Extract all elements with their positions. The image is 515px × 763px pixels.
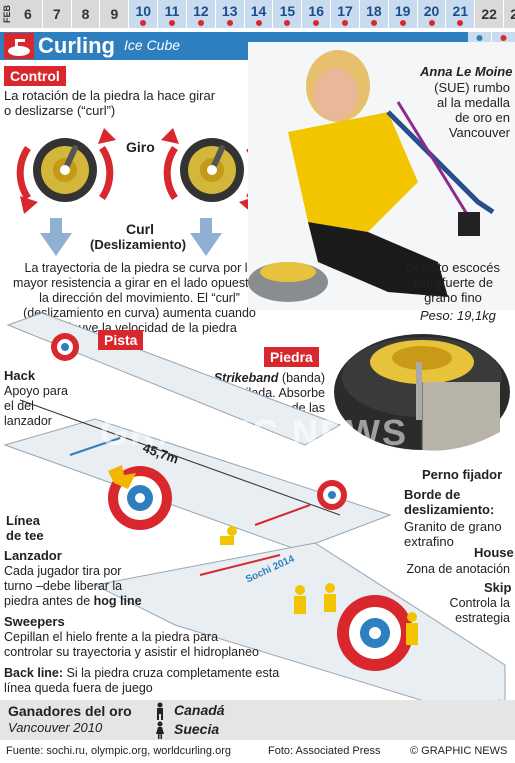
event-dot <box>399 19 406 26</box>
date-number: 16 <box>308 2 324 19</box>
house-rest: Zona de anotación <box>406 562 510 576</box>
date-cell: 21 <box>446 0 476 28</box>
curling-stone-icon <box>4 33 34 59</box>
event-dot <box>226 19 233 26</box>
event-dot <box>457 19 464 26</box>
date-cell: 23 <box>504 0 515 28</box>
winners-title: Ganadores del oro <box>8 703 132 719</box>
control-intro: La rotación de la piedra la hace girar o… <box>4 88 216 118</box>
skip-rest: Controla la estrategia <box>449 596 510 625</box>
date-cell: 10 <box>129 0 159 28</box>
date-number: 11 <box>164 2 180 19</box>
spin-label: Giro <box>126 139 155 155</box>
date-cell: 7 <box>42 0 72 28</box>
date-number: 18 <box>366 2 382 19</box>
men-winner: Canadá <box>174 702 225 718</box>
date-cell: 11 <box>158 0 187 28</box>
house-title: House <box>474 545 514 560</box>
event-dot <box>342 19 349 26</box>
tee-line-label: Línea de tee <box>6 513 44 543</box>
date-number: 20 <box>423 2 440 19</box>
stone-cutaway <box>334 334 510 451</box>
women-winner: Suecia <box>174 721 220 737</box>
event-dot <box>284 19 291 26</box>
edge-title: Borde de deslizamiento: <box>404 487 495 517</box>
date-cell: 18 <box>359 0 389 28</box>
date-strip: 6 7 8 9 10 11 12 13 14 15 16 17 18 19 20 21 22 23 <box>14 0 515 28</box>
date-number: 22 <box>481 6 497 22</box>
footer-credit: © GRAPHIC NEWS <box>410 745 508 757</box>
thrower-rest: Cada jugador tira por turno –debe libera… <box>4 564 123 608</box>
date-cell: 14 <box>244 0 274 28</box>
date-cell: 8 <box>71 0 101 28</box>
event-dot <box>370 19 377 26</box>
footer-photo: Foto: Associated Press <box>268 745 381 757</box>
event-dot <box>197 19 204 26</box>
hack-rest: Apoyo para el del lanzador <box>4 384 68 428</box>
date-number: 9 <box>110 6 119 22</box>
event-dot <box>140 19 147 26</box>
date-number: 10 <box>135 2 152 19</box>
thrower-title: Lanzador <box>4 548 62 563</box>
curling-sheet <box>3 312 506 716</box>
curl-label: Curl <box>126 221 154 237</box>
control-label: Control <box>4 66 66 86</box>
sheet-label: Pista <box>98 330 144 350</box>
date-number: 19 <box>394 2 411 19</box>
date-cell: 13 <box>215 0 245 28</box>
date-cell: 16 <box>302 0 332 28</box>
edge-rest: Granito de grano extrafino <box>404 519 502 549</box>
date-cell: 12 <box>186 0 216 28</box>
stone-label: Piedra <box>264 347 319 367</box>
backline-note: Back line: Si la piedra cruza completame… <box>4 666 294 696</box>
sweepers-title: Sweepers <box>4 614 65 629</box>
date-cell: 19 <box>388 0 418 28</box>
stone-weight: Peso: 19,1kg <box>420 308 496 323</box>
date-cell: 17 <box>331 0 360 28</box>
date-number: 23 <box>510 6 515 22</box>
date-cell: 9 <box>100 0 130 28</box>
bolt-label: Perno fijador <box>422 467 503 482</box>
sweepers-rest: Cepillan el hielo frente a la piedra par… <box>4 630 259 659</box>
date-number: 12 <box>193 2 209 19</box>
event-dot <box>255 19 262 26</box>
date-number: 14 <box>250 2 267 19</box>
athlete-name: Anna Le Moine <box>420 64 513 79</box>
page-title: Curling <box>38 33 115 58</box>
event-dot <box>169 19 176 26</box>
date-cell: 15 <box>273 0 303 28</box>
winners-box <box>0 700 515 740</box>
date-number: 13 <box>221 2 238 19</box>
backline-rest: Si la piedra cruza completamente esta lí… <box>4 666 280 695</box>
event-dot <box>428 19 435 26</box>
strikeband-title: Strikeband <box>213 371 279 385</box>
skip-title: Skip <box>484 580 512 595</box>
athlete-photo <box>248 42 515 310</box>
men-icon <box>152 702 168 720</box>
date-cell: 6 <box>14 0 43 28</box>
date-number: 15 <box>279 2 296 19</box>
footer-source: Fuente: sochi.ru, olympic.org, worldcurl… <box>6 745 231 757</box>
hack-title: Hack <box>4 368 36 383</box>
curl-sub-label: (Deslizamiento) <box>90 237 187 252</box>
date-number: 7 <box>52 6 61 22</box>
date-number: 6 <box>24 6 32 22</box>
date-number: 17 <box>337 2 353 19</box>
backline-title: Back line: <box>4 666 64 680</box>
spin-diagram <box>16 128 261 256</box>
hog-line-label: hog line <box>93 594 142 608</box>
winners-sub: Vancouver 2010 <box>8 720 103 735</box>
thrower-note: Cada jugador tira por turno –debe libera… <box>4 564 149 609</box>
women-icon <box>152 721 168 739</box>
granite-note: Granito escocés extrafuerte de grano fin… <box>406 260 500 305</box>
date-number: 21 <box>452 2 469 19</box>
watermark: GRAPHIC NEWS <box>100 412 409 453</box>
athlete-caption: (SUE) rumbo al la medalla de oro en Vanc… <box>434 80 510 140</box>
date-cell: 20 <box>417 0 447 28</box>
date-number: 8 <box>81 6 90 22</box>
date-cell: 22 <box>475 0 505 28</box>
event-dot <box>313 19 320 26</box>
venue-name: Ice Cube <box>124 37 181 53</box>
month-label: FEB <box>0 0 14 28</box>
